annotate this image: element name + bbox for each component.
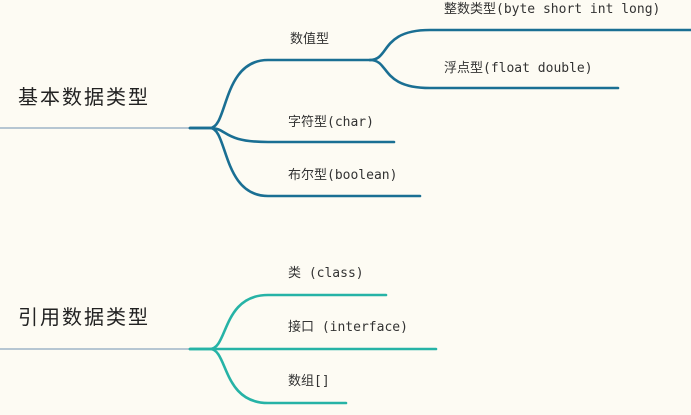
node-float: 浮点型(float double) [444,61,593,76]
node-interface: 接口 (interface) [288,320,408,335]
node-class: 类 (class) [288,266,364,281]
node-array: 数组[] [288,374,330,389]
branch-boolean [188,126,422,198]
primitive-root-label: 基本数据类型 [18,85,150,109]
branch-array [188,347,348,405]
node-char: 字符型(char) [288,115,374,130]
reference-root-label: 引用数据类型 [18,305,150,329]
node-boolean: 布尔型(boolean) [288,168,398,183]
node-numeric: 数值型 [290,32,330,47]
branch-float [368,58,620,90]
branch-integer [368,28,691,62]
node-integer: 整数类型(byte short int long) [444,2,661,17]
